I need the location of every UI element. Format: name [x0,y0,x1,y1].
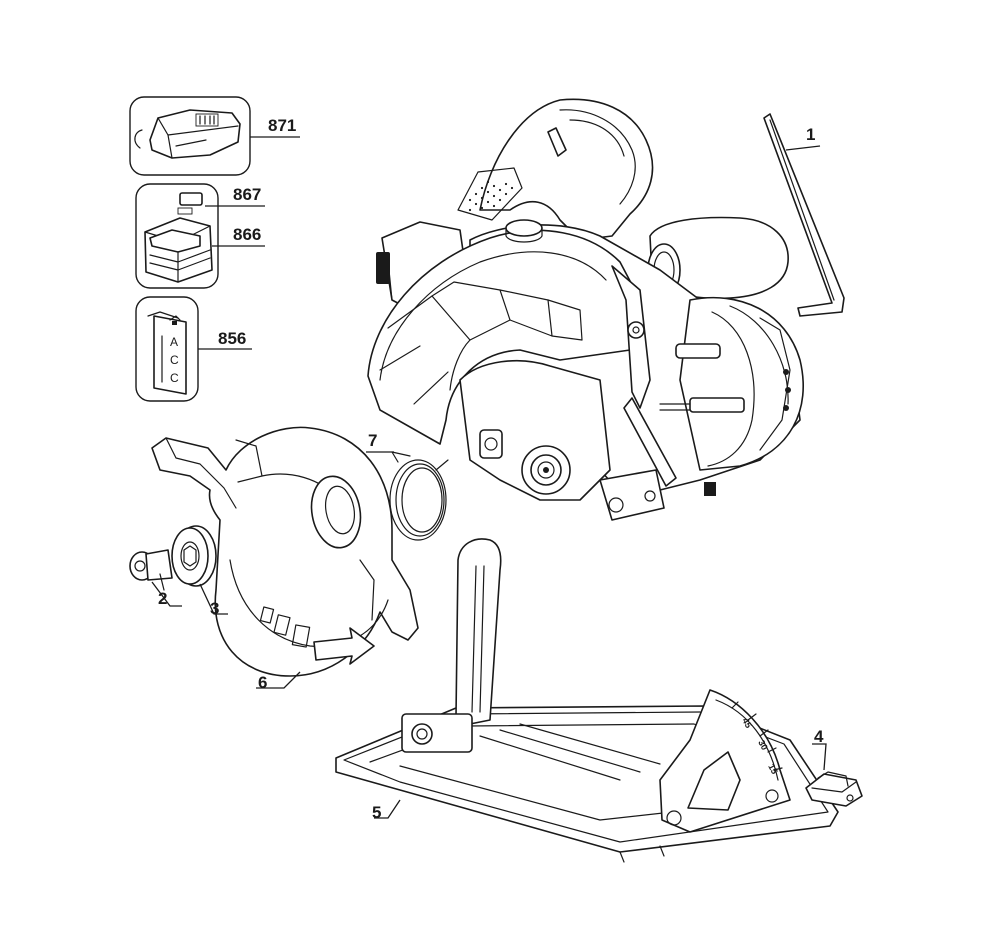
part-3-clamp-washer: 3 [171,525,228,618]
saw-motor-housing [367,98,804,521]
part-1-hex-wrench: 1 [763,113,845,317]
label-856: 856 [218,329,246,348]
label-5: 5 [372,803,381,822]
kit-letter-c2: C [170,371,179,385]
kit-letter-c1: C [170,353,179,367]
part-2-blade-screw: 2 [129,549,182,608]
part-856-kit-label: A C C 856 [135,296,252,402]
kit-letter-a: A [170,335,178,349]
label-2: 2 [158,589,167,608]
label-4: 4 [814,727,824,746]
part-7-spring: 7 [366,431,449,541]
bevel-tick-30: 30 [756,738,770,752]
bevel-tick-45: 45 [740,716,754,730]
part-5-shoe-base: 45 30 15 5 [335,538,839,863]
label-3: 3 [210,599,219,618]
label-1: 1 [806,125,815,144]
label-867: 867 [233,185,261,204]
grip-texture [468,180,514,212]
label-871: 871 [268,116,296,135]
label-7: 7 [368,431,377,450]
bevel-tick-15: 15 [766,762,780,776]
label-6: 6 [258,673,267,692]
part-866-battery: 867 866 [135,183,265,289]
part-871-charger: 871 [129,96,300,176]
part-4-bevel-knob: 4 [805,727,863,807]
label-866: 866 [233,225,261,244]
